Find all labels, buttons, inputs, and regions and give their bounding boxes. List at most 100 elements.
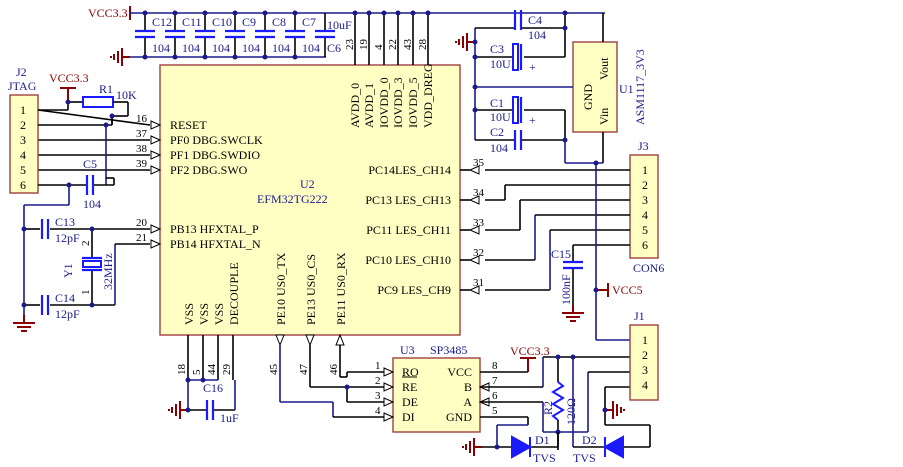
c3-plus: +	[529, 60, 536, 74]
pin-number: 2	[642, 348, 648, 362]
pin-number: 39	[136, 158, 148, 170]
d1-value: TVS	[533, 451, 556, 465]
pin-arrow	[383, 382, 394, 392]
pin-label: PF1 DBG.SWDIO	[170, 148, 260, 162]
vcc5-label: VCC5	[612, 283, 643, 297]
y1-pin2: 2	[80, 241, 92, 247]
decoupling-capacitor[interactable]	[223, 29, 247, 39]
j2-ref: J2	[16, 65, 27, 79]
pin-arrow	[150, 120, 161, 130]
u2-ref: U2	[300, 177, 315, 191]
y1-pin1: 1	[80, 290, 92, 296]
pin-arrow	[150, 135, 161, 145]
pin-number: 23	[344, 39, 356, 51]
capacitor-value: 104	[212, 41, 230, 55]
pin-number: 4	[373, 44, 385, 50]
pin-label: PC14LES_CH14	[368, 163, 451, 177]
r2-value: 120Ω	[564, 398, 578, 425]
pin-label: AVDD_0	[348, 83, 362, 128]
c1-capacitor[interactable]	[512, 96, 519, 124]
pin-number: 18	[176, 364, 188, 376]
pin-label: A	[463, 395, 472, 409]
c16-capacitor[interactable]	[205, 398, 215, 422]
r2-resistor[interactable]	[551, 381, 565, 421]
c3-ref: C3	[490, 42, 504, 56]
r1-vcc-label: VCC3.3	[49, 71, 89, 85]
j1-connector[interactable]	[629, 324, 659, 401]
pin-number: 3	[20, 133, 26, 147]
c14-capacitor[interactable]	[40, 293, 50, 317]
capacitor-ref: C10	[212, 15, 232, 29]
decoupling-capacitor[interactable]	[283, 29, 307, 39]
pin-arrow	[383, 397, 394, 407]
pin-arrow	[275, 334, 285, 347]
ground-symbol	[462, 437, 483, 457]
capacitor-ref: C9	[242, 15, 256, 29]
pin-label: PC11 LES_CH11	[366, 223, 451, 237]
pin-label: RO	[402, 365, 419, 379]
pin-number: 21	[136, 232, 147, 244]
ground-symbol	[561, 304, 585, 322]
c15-capacitor[interactable]	[561, 260, 585, 270]
decoupling-capacitor[interactable]	[253, 29, 277, 39]
pin-number: 4	[20, 148, 26, 162]
y1-crystal[interactable]	[82, 260, 102, 268]
d2-ref: D2	[582, 433, 597, 447]
pin-number: 45	[268, 364, 280, 376]
j2-connector[interactable]	[9, 94, 39, 194]
d1-tvs-diode[interactable]	[511, 435, 533, 459]
pin-label: VSS	[197, 303, 211, 325]
pin-number: 20	[136, 217, 148, 229]
pin-number: 6	[20, 178, 26, 192]
pin-number: 43	[402, 39, 414, 51]
pin-arrow	[150, 224, 161, 234]
pin-arrow	[150, 165, 161, 175]
capacitor-value: 104	[182, 41, 200, 55]
pin-label: PC13 LES_CH13	[365, 193, 451, 207]
u2-chip[interactable]	[159, 64, 461, 336]
d2-tvs-diode[interactable]	[602, 435, 624, 459]
d2-value: TVS	[573, 451, 596, 465]
pin-label: VSS	[212, 303, 226, 325]
pin-number: 16	[136, 113, 148, 125]
c6-ref: C6	[327, 41, 341, 55]
c15-value: 100nF	[559, 274, 573, 305]
decoupling-capacitor[interactable]	[163, 29, 187, 39]
j2-name: JTAG	[8, 79, 37, 93]
pin-number: 47	[298, 364, 310, 376]
c13-capacitor[interactable]	[40, 217, 50, 241]
pin-label: AVDD_1	[362, 83, 376, 128]
c4-ref: C4	[528, 13, 542, 27]
pin-number: 5	[191, 369, 203, 375]
capacitor-ref: C7	[302, 15, 316, 29]
pin-number: 1	[20, 103, 26, 117]
j3-ref: J3	[638, 139, 649, 153]
pin-label: RESET	[170, 118, 207, 132]
decoupling-capacitor[interactable]	[133, 29, 157, 39]
u3-chip[interactable]	[392, 357, 481, 433]
r2-ref: R2	[541, 401, 555, 415]
pin-arrow	[383, 367, 394, 377]
pin-arrow	[335, 333, 345, 346]
j3-connector[interactable]	[629, 154, 659, 259]
decoupling-capacitor[interactable]	[193, 29, 217, 39]
c3-capacitor[interactable]	[512, 43, 519, 71]
c1-value: 10U	[490, 110, 511, 124]
r1-resistor[interactable]	[82, 96, 114, 108]
pin-number: 2	[642, 178, 648, 192]
pin-number: 4	[375, 405, 381, 417]
c5-capacitor[interactable]	[85, 173, 95, 197]
c1-ref: C1	[490, 96, 504, 110]
c13-ref: C13	[55, 215, 75, 229]
u2-part: EFM32TG222	[257, 192, 328, 206]
pin-number: 3	[642, 363, 648, 377]
pin-label: B	[464, 380, 472, 394]
pin-number: 33	[473, 217, 485, 229]
pin-number: 3	[375, 390, 381, 402]
pin-number: 4	[642, 208, 648, 222]
c14-value: 12pF	[55, 307, 80, 321]
c2-capacitor[interactable]	[513, 128, 523, 152]
pin-arrow	[305, 334, 315, 347]
pin-arrow	[150, 150, 161, 160]
pin-number: 2	[375, 375, 381, 387]
